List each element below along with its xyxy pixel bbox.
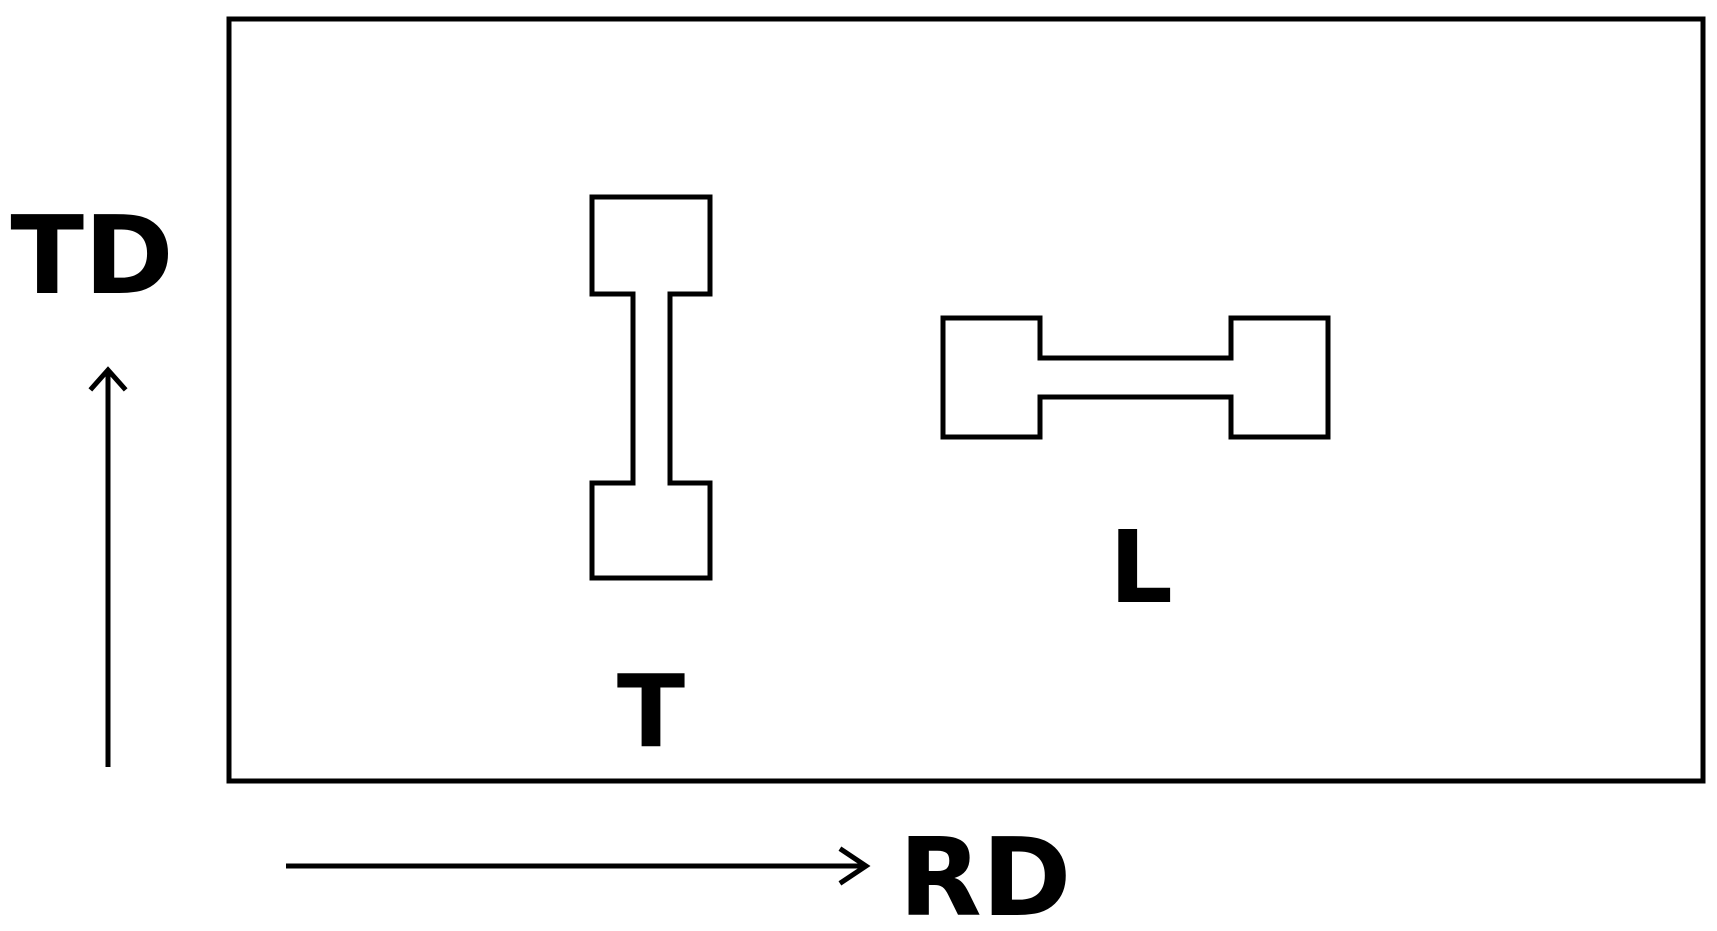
specimen-l-label: L	[1109, 509, 1173, 626]
rd-label: RD	[899, 816, 1072, 931]
specimen-t-outline	[589, 194, 713, 581]
specimen-t-label: T	[617, 653, 685, 770]
td-arrow	[88, 366, 128, 767]
sheet-outline	[226, 16, 1706, 784]
specimen-l-outline	[940, 315, 1331, 440]
td-label: TD	[10, 194, 173, 319]
rd-arrow	[286, 846, 871, 886]
